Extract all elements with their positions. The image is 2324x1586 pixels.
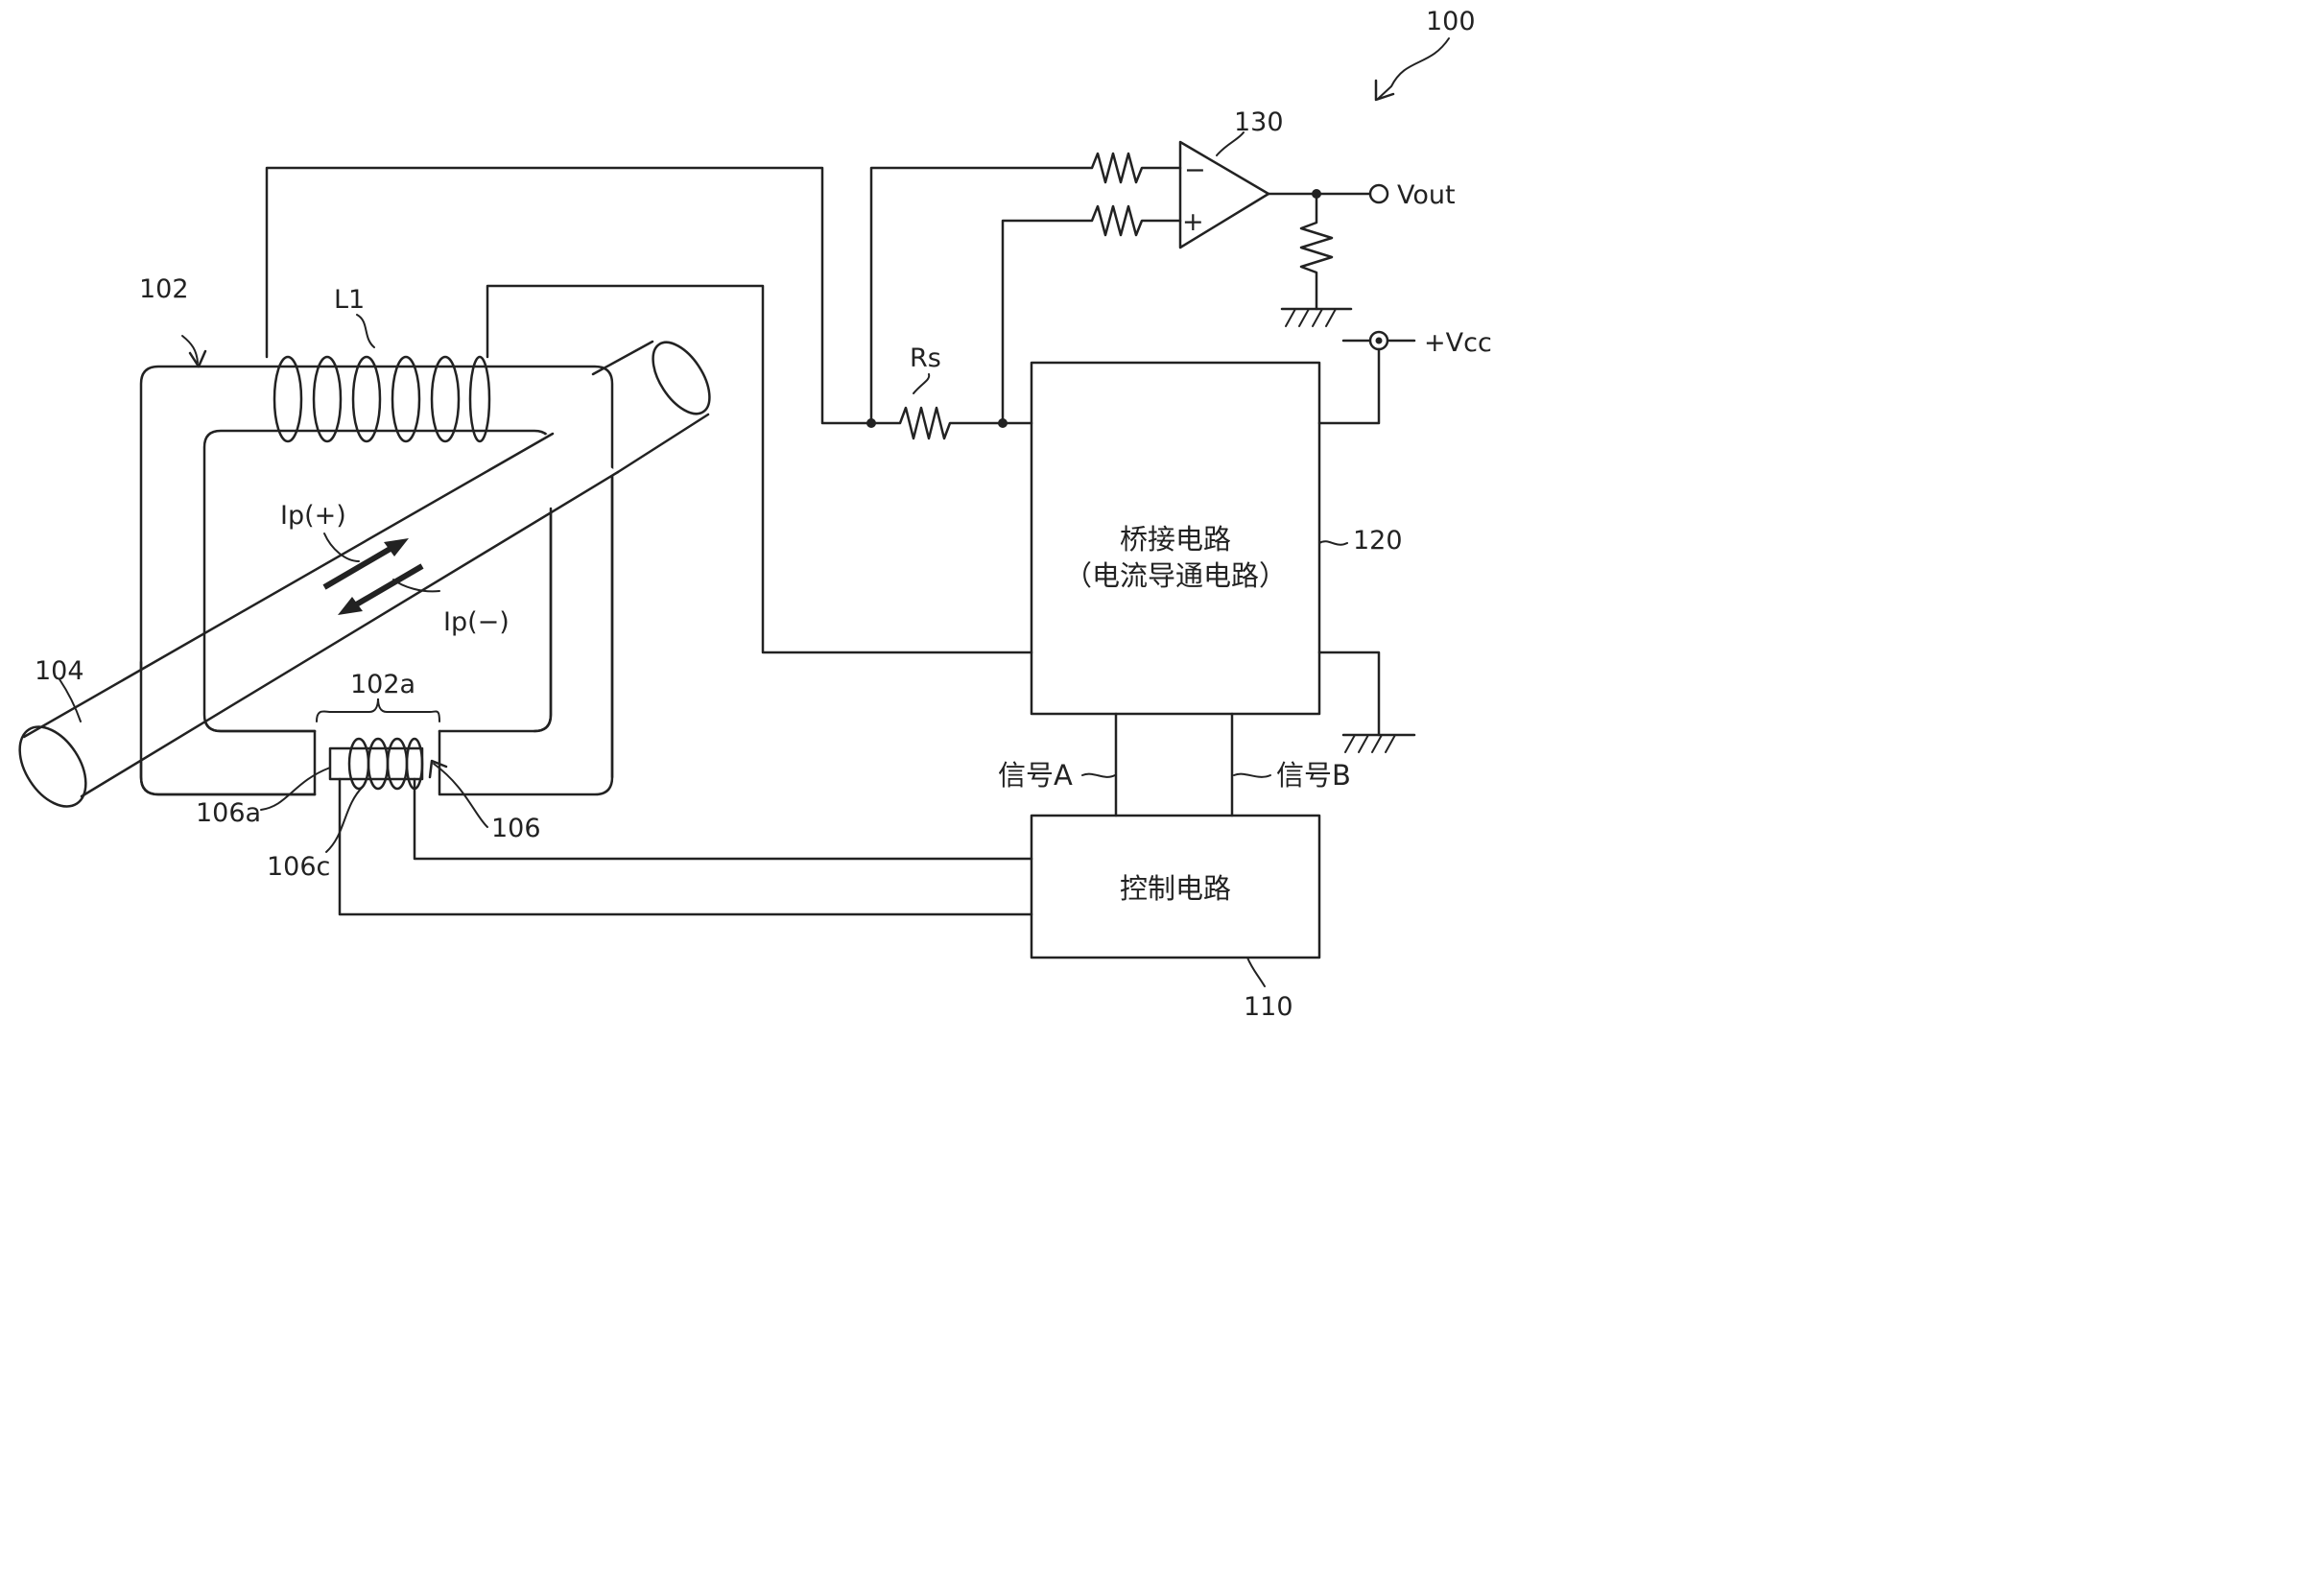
opamp-130: [1178, 140, 1270, 249]
ip-minus-arrow: [351, 563, 424, 609]
ref-110-leader: [1246, 957, 1266, 987]
label-signal-a: 信号A: [998, 759, 1073, 792]
label-vout: Vout: [1397, 180, 1456, 210]
ref-120-leader: [1318, 540, 1348, 546]
wire-l1-right: [486, 284, 1033, 654]
label-opamp-minus: −: [1184, 155, 1206, 185]
label-100: 100: [1426, 7, 1476, 36]
wire-l1-top: [265, 166, 873, 425]
label-ip-minus: Ip(−): [443, 607, 510, 637]
ref-100-leader: [1377, 37, 1450, 100]
vcc-terminal-dot: [1375, 337, 1383, 344]
bridge-title: 桥接电路: [1120, 523, 1231, 556]
ref-106c-leader: [325, 786, 364, 853]
ref-104-leader: [59, 678, 82, 722]
label-106c: 106c: [267, 852, 330, 882]
diagram-svg: 100 102 L1 104 102a 106a 106c 106 Ip(+) …: [18, 7, 1492, 1022]
label-120: 120: [1353, 526, 1403, 556]
l1-leader: [356, 314, 375, 348]
ground-bridge: [1341, 733, 1416, 753]
conductor-front: [18, 431, 620, 808]
ip-plus-arrowhead: [384, 538, 409, 556]
label-106: 106: [491, 814, 541, 843]
bridge-circuit-120: [1030, 361, 1321, 716]
label-rs: Rs: [910, 343, 941, 373]
wire-sensor-left: [338, 777, 1033, 916]
label-102a: 102a: [350, 670, 415, 699]
label-110: 110: [1244, 992, 1293, 1022]
control-circuit-110: [1030, 814, 1321, 959]
ip-plus-arrow: [322, 544, 395, 590]
wire-output-load: [1299, 192, 1334, 311]
ref-100-arrowhead: [1374, 79, 1395, 102]
wire-opamp-plus: [1001, 204, 1182, 425]
wire-vcc: [1317, 347, 1381, 425]
ref-106-arrowhead: [428, 759, 448, 779]
control-title: 控制电路: [1120, 872, 1231, 905]
label-ip-plus: Ip(+): [280, 501, 346, 531]
circuit-diagram: 100 102 L1 104 102a 106a 106c 106 Ip(+) …: [0, 0, 1505, 1024]
label-opamp-plus: +: [1182, 207, 1204, 237]
label-106a: 106a: [196, 798, 261, 828]
sensor-106-coil: [347, 737, 424, 791]
gap-102a-brace: [316, 698, 440, 722]
label-signal-b: 信号B: [1276, 759, 1351, 792]
core-inner-front: [202, 631, 317, 733]
label-l1: L1: [334, 285, 365, 315]
ip-minus-arrowhead: [338, 597, 363, 615]
rs-leader: [913, 373, 931, 394]
wire-rs: [869, 406, 1033, 440]
wire-opamp-minus: [869, 152, 1182, 425]
ip-minus-leader: [392, 579, 440, 593]
core-outer-front: [139, 660, 317, 796]
wire-sensor-right: [413, 777, 1033, 861]
ip-plus-leader: [323, 533, 360, 562]
label-130: 130: [1234, 107, 1284, 137]
label-104: 104: [35, 656, 84, 686]
wire-bridge-ground: [1317, 651, 1381, 737]
ref-106a-leader: [260, 767, 331, 811]
signal-a-leader: [1081, 772, 1116, 778]
ground-output: [1280, 307, 1353, 327]
ref-102-arrowhead: [188, 349, 207, 368]
ref-106-leader: [433, 763, 488, 828]
signal-b-leader: [1233, 772, 1271, 778]
label-vcc: +Vcc: [1424, 328, 1492, 358]
core-inner-right-front: [533, 507, 553, 733]
bridge-subtitle: （电流导通电路）: [1064, 559, 1287, 592]
ref-102-leader: [181, 335, 199, 364]
label-102: 102: [139, 274, 189, 304]
coil-l1: [273, 355, 491, 443]
vout-terminal: [1368, 183, 1389, 204]
ref-130-leader: [1216, 131, 1245, 156]
